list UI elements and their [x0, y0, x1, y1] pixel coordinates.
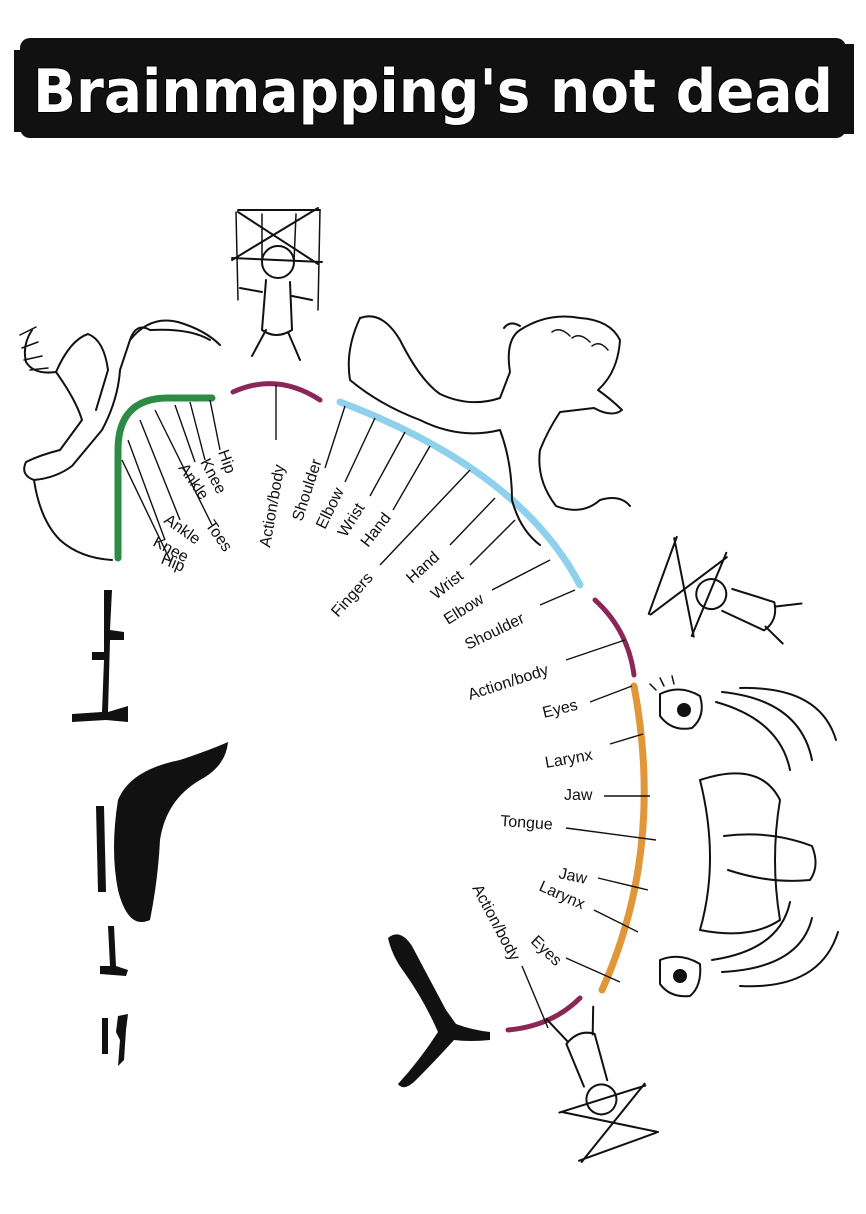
- title-banner: Brainmapping's not dead: [14, 38, 854, 138]
- arm-label: Wrist: [428, 567, 467, 603]
- silhouette-small: [102, 1014, 128, 1066]
- marionette-icon: [545, 1005, 659, 1163]
- action-label-top: Action/body: [257, 463, 288, 548]
- brain-region-silhouettes: [72, 590, 490, 1088]
- leg-label: Toes: [202, 518, 235, 555]
- face-label: Jaw: [557, 865, 589, 888]
- arcs: [114, 381, 648, 1033]
- foot-leg-icon: [19, 319, 221, 561]
- silhouette-bar: [96, 806, 106, 892]
- action-label-mid-group: Action/body: [466, 639, 626, 704]
- silhouette-top-left: [72, 590, 128, 722]
- action-arc-mid: [592, 597, 637, 678]
- leg-label-group: Hip Knee Ankle Toes Ankle Knee Hip: [121, 399, 238, 576]
- arm-label: Shoulder: [462, 610, 528, 654]
- face-mouth-icon: [649, 675, 839, 998]
- silhouette-fork: [388, 934, 490, 1088]
- face-label: Jaw: [564, 787, 593, 804]
- action-label-bottom: Action/body: [468, 882, 522, 964]
- leg-arc: [114, 394, 216, 562]
- arm-label: Elbow: [441, 591, 487, 629]
- face-arc: [598, 682, 648, 994]
- silhouette-mid-left: [100, 926, 128, 976]
- action-label-bottom-group: Action/body: [468, 882, 549, 1029]
- action-label-mid: Action/body: [466, 662, 551, 704]
- face-label: Tongue: [500, 813, 554, 834]
- action-arc-top: [230, 381, 323, 403]
- marionette-icon: [231, 207, 323, 361]
- arm-label: Fingers: [328, 570, 376, 621]
- face-label: Eyes: [527, 933, 564, 970]
- arm-hand-icon: [347, 315, 631, 546]
- face-label: Larynx: [544, 747, 594, 772]
- arm-label: Hand: [403, 549, 443, 587]
- arm-arc: [336, 398, 584, 589]
- page-title: Brainmapping's not dead: [33, 57, 833, 127]
- face-label: Eyes: [541, 697, 580, 722]
- face-label-group: Eyes Larynx Jaw Tongue Jaw Larynx Eyes: [500, 685, 657, 983]
- marionette-icon: [647, 535, 803, 645]
- silhouette-blob: [114, 742, 228, 922]
- action-label-top-group: Action/body: [257, 385, 288, 549]
- action-arc-bottom: [505, 995, 583, 1033]
